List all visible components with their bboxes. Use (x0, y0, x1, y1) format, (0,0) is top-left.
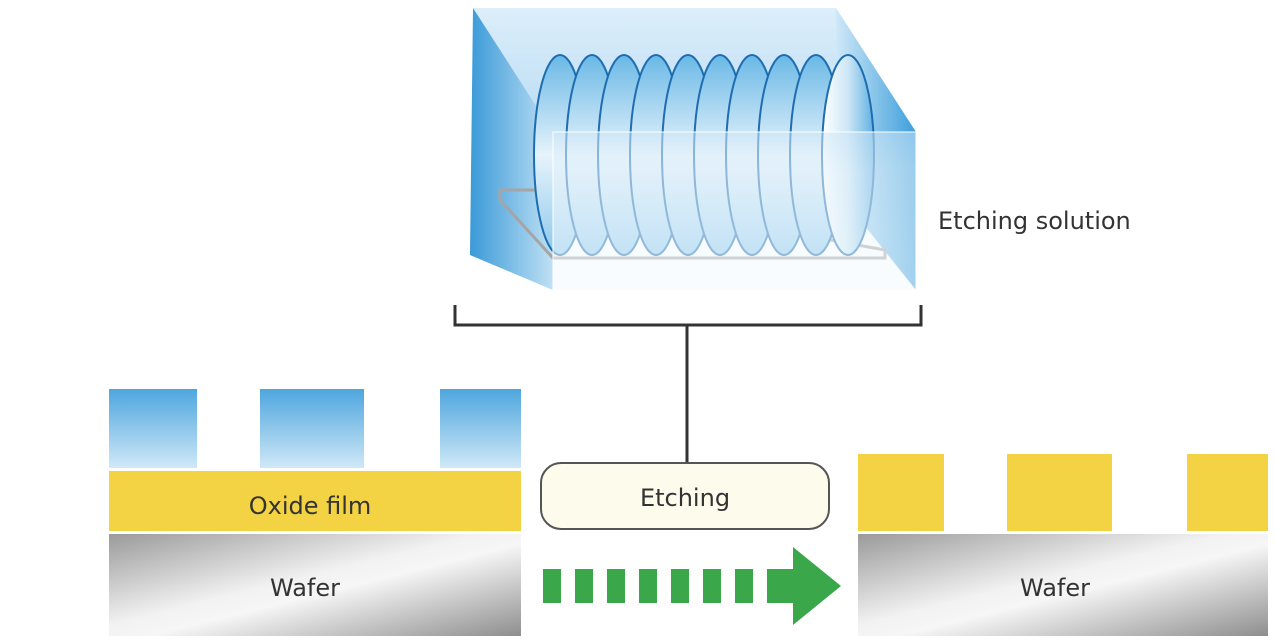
resist-block (260, 389, 364, 468)
after-stack (858, 454, 1268, 636)
tank-left-face (470, 8, 553, 290)
wafer-layer-right (858, 534, 1268, 636)
tank-front-face (552, 131, 917, 291)
etching-solution-label: Etching solution (938, 207, 1131, 235)
oxide-block (858, 454, 944, 531)
resist-block (109, 389, 197, 468)
wafer-label-left: Wafer (270, 574, 340, 602)
oxide-film-layer (109, 471, 521, 531)
oxide-block (1187, 454, 1268, 531)
oxide-film-label: Oxide film (249, 492, 372, 520)
etching-step-label: Etching (640, 484, 730, 512)
wafer-label-right: Wafer (1020, 574, 1090, 602)
wafer-layer-left (109, 534, 521, 636)
etching-tank (470, 8, 917, 291)
oxide-block (1007, 454, 1112, 531)
tank-bracket (453, 305, 923, 463)
process-arrow (543, 547, 841, 625)
etching-step-box (540, 462, 830, 530)
before-stack (109, 389, 521, 636)
resist-block (440, 389, 521, 468)
